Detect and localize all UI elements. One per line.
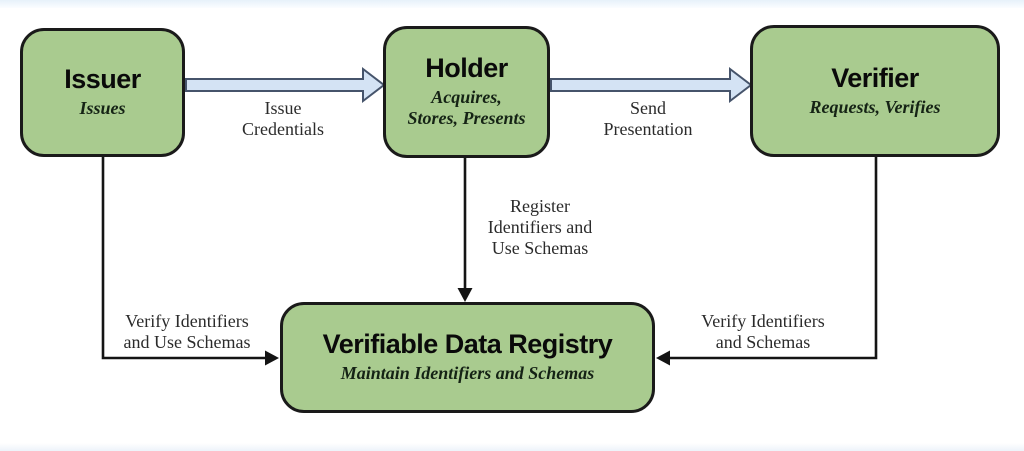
edge-label-issue-credentials: Issue Credentials xyxy=(242,98,324,139)
issuer-to-registry-arrow xyxy=(101,157,279,366)
registry-title: Verifiable Data Registry xyxy=(322,329,613,360)
issuer-node: Issuer Issues xyxy=(20,28,185,157)
bottom-edge-strip xyxy=(0,443,1024,451)
holder-subtitle: Acquires, Stores, Presents xyxy=(407,86,526,129)
verifier-title: Verifier xyxy=(831,62,919,93)
verifiable-data-registry-node: Verifiable Data Registry Maintain Identi… xyxy=(280,302,655,413)
verifier-subtitle: Requests, Verifies xyxy=(809,96,941,117)
top-edge-strip xyxy=(0,0,1024,8)
verifier-node: Verifier Requests, Verifies xyxy=(750,25,1000,157)
edge-label-register-identifiers: Register Identifiers and Use Schemas xyxy=(487,196,593,258)
issuer-title: Issuer xyxy=(64,64,141,95)
holder-to-verifier-arrow xyxy=(550,66,753,104)
issuer-to-holder-arrow xyxy=(185,66,386,104)
edge-label-verify-identifiers-right: Verify Identifiers and Schemas xyxy=(701,311,825,352)
holder-node: Holder Acquires, Stores, Presents xyxy=(383,26,550,158)
verifier-to-registry-arrow xyxy=(656,157,878,366)
registry-subtitle: Maintain Identifiers and Schemas xyxy=(340,363,595,384)
issuer-subtitle: Issues xyxy=(79,98,126,119)
holder-to-registry-arrow xyxy=(457,158,473,302)
edge-label-verify-identifiers-left: Verify Identifiers and Use Schemas xyxy=(123,311,251,352)
edge-label-send-presentation: Send Presentation xyxy=(603,98,693,139)
holder-title: Holder xyxy=(425,53,508,84)
